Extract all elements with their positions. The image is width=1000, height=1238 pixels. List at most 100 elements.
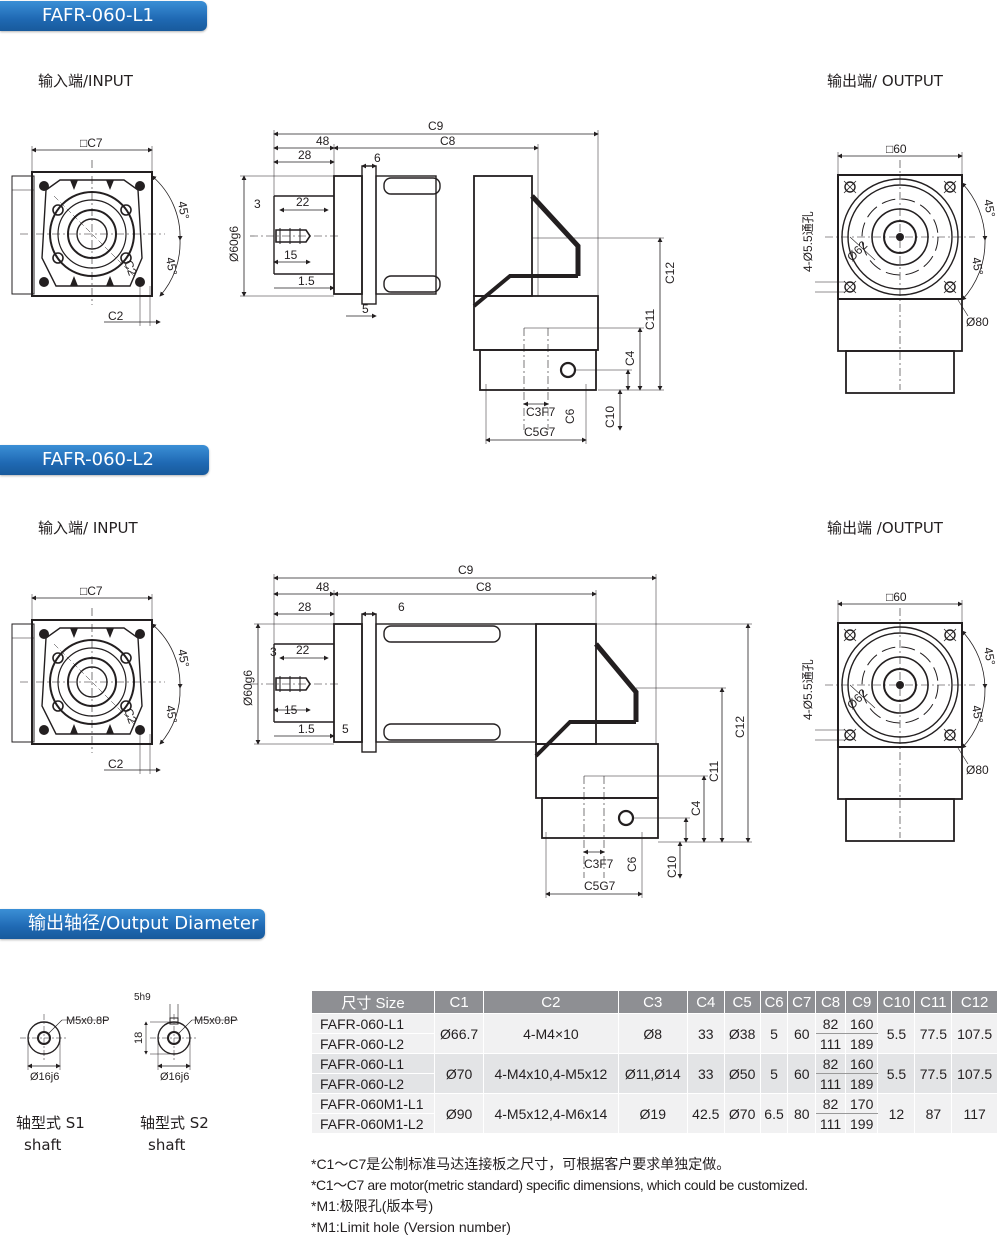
cell-c10: 5.5 [877,1013,916,1054]
cell-c11: 77.5 [914,1053,953,1094]
dim-45: 45° [163,256,180,276]
dim-45: 45° [175,200,192,220]
dim-c2: C2 [121,706,140,726]
l2-input-flange-view [12,594,180,774]
table-row: FAFR-060-L1 Ø66.7 4-M4×10 Ø8 33 Ø38 5 60… [311,1013,998,1054]
dim-60g6: Ø60g6 [241,670,255,706]
header-c8: C8 [815,990,847,1014]
cell-c6: 5 [759,1013,789,1054]
cell-c1: Ø90 [433,1093,485,1134]
shaft-s2-thread: M5x0.8P [194,1015,237,1027]
view-label-l2-output: 输出端 /OUTPUT [827,519,943,537]
dim-45: 45° [981,198,998,218]
shaft-s2-height: 18 [133,1032,145,1044]
cell-model: FAFR-060M1-L1 [311,1093,435,1114]
shaft-s2-name: 轴型式 S2 [140,1114,209,1132]
dim-c2: C2 [108,757,124,771]
dim-22: 22 [296,195,310,209]
header-c12: C12 [951,990,998,1014]
header-c11: C11 [914,990,953,1014]
cell-c9: 189 [845,1033,879,1054]
cell-model: FAFR-060M1-L2 [311,1113,435,1134]
dim-c2: C2 [121,258,140,278]
cell-c8: 111 [815,1073,847,1094]
dim-60g6: Ø60g6 [227,226,241,262]
dim-15: 15 [284,703,298,717]
dim-45: 45° [969,256,986,276]
l2-output-flange-view [815,600,985,841]
cell-c3: Ø11,Ø14 [617,1053,688,1094]
cell-c6: 5 [759,1053,789,1094]
cell-c1: Ø66.7 [433,1013,485,1054]
dim-c11: C11 [643,309,657,330]
cell-c9: 199 [845,1113,879,1134]
table-row: FAFR-060M1-L2 111 199 [311,1113,998,1134]
cell-c1: Ø70 [433,1053,485,1094]
view-label-l1-output: 输出端/ OUTPUT [827,72,943,90]
cell-c5: Ø38 [723,1013,761,1054]
section-banner-l2: FAFR-060-L2 [0,445,209,475]
dim-sq-c7: □C7 [80,584,103,598]
footnote: *M1:极限孔(版本号) [311,1198,434,1214]
section-banner-l1: FAFR-060-L1 [0,1,207,31]
cell-c4: 33 [686,1013,725,1054]
dim-holes: 4-Ø5.5通孔 [801,211,815,272]
cell-c3: Ø8 [617,1013,688,1054]
dim-sq-c7: □C7 [80,136,103,150]
footnote: *C1～C7 are motor(metric standard) specif… [311,1177,808,1193]
section-title: FAFR-060-L2 [42,449,154,470]
footnote: *C1～C7是公制标准马达连接板之尺寸，可根据客户要求单独定做。 [311,1156,731,1172]
dim-c12: C12 [733,716,747,738]
dim-c10: C10 [603,406,617,428]
dim-c4: C4 [689,800,703,816]
dim-5: 5 [342,722,349,736]
dim-c9: C9 [428,119,444,133]
cell-model: FAFR-060-L1 [311,1053,435,1074]
view-label-l2-input: 输入端/ INPUT [38,519,138,537]
cell-c11: 77.5 [914,1013,953,1054]
header-c7: C7 [787,990,817,1014]
l2-side-view [250,613,659,898]
cell-c2: 4-M5x12,4-M6x14 [483,1093,619,1134]
dim-c9: C9 [458,563,474,577]
dim-45: 45° [175,648,192,669]
cell-c8: 111 [815,1113,847,1134]
section-title: 输出轴径/Output Diameter [28,913,259,934]
dim-c5g7: C5G7 [524,425,556,439]
cell-c9: 170 [845,1093,879,1114]
cell-c7: 60 [787,1053,817,1094]
dim-c11: C11 [707,761,721,782]
dim-3: 3 [254,197,261,211]
header-c3: C3 [617,990,688,1014]
section-banner-shaft: 输出轴径/Output Diameter [0,909,265,939]
dim-sq60: □60 [886,590,907,604]
footnotes: *C1～C7是公制标准马达连接板之尺寸，可根据客户要求单独定做。 *C1～C7 … [311,1154,808,1238]
cell-c6: 6.5 [759,1093,789,1134]
header-c4: C4 [686,990,725,1014]
cell-c3: Ø19 [617,1093,688,1134]
header-c5: C5 [723,990,761,1014]
dim-c6: C6 [563,408,577,424]
shaft-s1-thread: M5x0.8P [66,1015,109,1027]
dim-28: 28 [298,148,312,162]
dim-c12: C12 [663,262,677,284]
dim-22: 22 [296,643,310,657]
cell-c9: 160 [845,1013,879,1034]
cell-c10: 12 [877,1093,916,1134]
header-c1: C1 [433,990,485,1014]
table-row: FAFR-060-L1 Ø70 4-M4x10,4-M5x12 Ø11,Ø14 … [311,1053,998,1094]
table-row: FAFR-060-L2 111 189 [311,1073,998,1094]
cell-c11: 87 [914,1093,953,1134]
shaft-s2-dia: Ø16j6 [160,1071,189,1083]
header-c6: C6 [759,990,789,1014]
section-title: FAFR-060-L1 [42,5,154,26]
cell-c4: 42.5 [686,1093,725,1134]
cell-c7: 60 [787,1013,817,1054]
table-row: FAFR-060-L2 111 189 [311,1033,998,1054]
dim-1-5: 1.5 [298,722,315,736]
l1-side-view [250,165,599,444]
dim-15: 15 [284,248,298,262]
cell-c5: Ø50 [723,1053,761,1094]
l1-output-flange-view [815,152,985,393]
